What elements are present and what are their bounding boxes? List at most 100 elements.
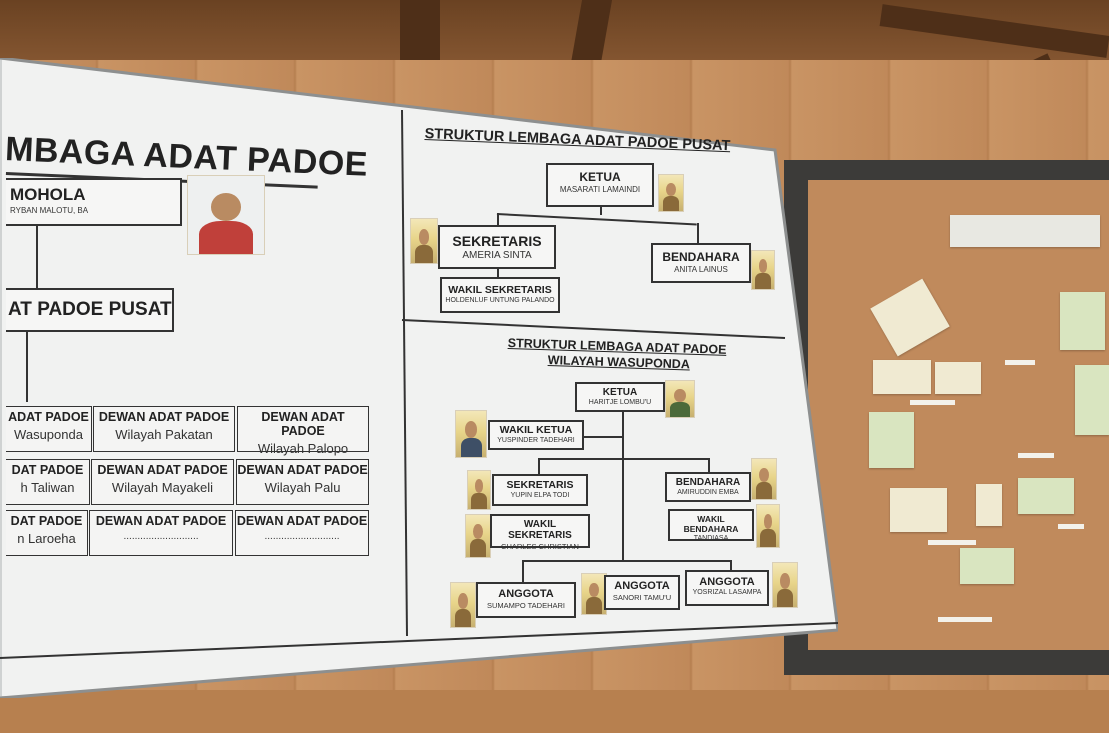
dewan-cell-title: DEWAN ADAT PADOE	[95, 514, 227, 528]
notice-paper	[890, 488, 947, 532]
role-title: BENDAHARA	[662, 250, 740, 264]
notice-paper	[935, 362, 981, 394]
dewan-cell: DEWAN ADAT PADOE .......................…	[89, 510, 233, 556]
wall-bottom	[0, 690, 1109, 733]
dewan-cell-region: Wilayah Pakatan	[115, 427, 213, 442]
role-name: AMERIA SINTA	[462, 250, 532, 261]
notice-strip	[1005, 360, 1035, 365]
dewan-cell-title: DAT PADOE	[10, 514, 83, 528]
notice-strip	[938, 617, 992, 622]
dewan-cell-title: DEWAN ADAT PADOE	[97, 463, 228, 477]
role-name: SANORI TAMU'U	[612, 593, 672, 602]
dewan-cell-region: n Laroeha	[17, 531, 76, 546]
member-photo	[665, 380, 695, 418]
connector	[708, 458, 710, 472]
dewan-cell-title: DEWAN ADAT PADOE	[261, 410, 345, 438]
connector	[26, 332, 28, 402]
mohola-title: MOHOLA	[10, 185, 86, 204]
pusat-box: AT PADOE PUSAT	[6, 288, 174, 332]
dewan-cell-region: ...........................	[264, 531, 340, 542]
role-name: YUSPINDER TADEHARI	[497, 437, 575, 444]
dewan-cell-title: DEWAN ADAT PADOE	[236, 514, 368, 528]
portrait-photo	[187, 175, 265, 255]
wasuponda-wakil-sekretaris-box: WAKIL SEKRETARIS CHARLES CHRISTIAN	[490, 514, 590, 551]
notice-strip	[1018, 453, 1054, 458]
role-title: KETUA	[579, 170, 621, 184]
pusat-wakil-sekretaris-box: WAKIL SEKRETARIS HOLDENLUF UNTUNG PALAND…	[440, 277, 560, 313]
role-title: SEKRETARIS	[452, 233, 542, 249]
anggota-box: ANGGOTA YOSRIZAL LASAMPA	[685, 570, 769, 606]
dewan-cell-region: Wilayah Palopo	[257, 441, 349, 456]
role-name: SUMAMPO TADEHARI	[486, 601, 566, 610]
notice-paper	[960, 548, 1014, 584]
role-name: HARITJE LOMBU'U	[588, 399, 652, 406]
pusat-box-title: AT PADOE PUSAT	[8, 299, 172, 320]
portrait-face	[210, 193, 242, 222]
anggota-box: ANGGOTA SUMAMPO TADEHARI	[476, 582, 576, 618]
connector	[730, 560, 732, 570]
role-title: WAKIL BENDAHARA	[683, 514, 739, 534]
connector	[622, 412, 624, 562]
dewan-cell-region: ...........................	[123, 531, 199, 542]
role-title: KETUA	[602, 387, 638, 398]
member-photo	[410, 218, 438, 264]
member-photo	[450, 582, 476, 628]
pusat-sekretaris-box: SEKRETARIS AMERIA SINTA	[438, 225, 556, 269]
role-title: ANGGOTA	[498, 588, 554, 600]
dewan-cell: DEWAN ADAT PADOE .......................…	[235, 510, 369, 556]
notice-paper	[1060, 292, 1105, 350]
notice-paper	[869, 412, 914, 468]
wasuponda-bendahara-box: BENDAHARA AMIRUDDIN EMBA	[665, 472, 751, 502]
role-title: WAKIL SEKRETARIS	[508, 519, 572, 541]
notice-strip	[1058, 524, 1084, 529]
member-photo	[772, 562, 798, 608]
role-name: YOSRIZAL LASAMPA	[692, 589, 762, 596]
role-name: ANITA LAINUS	[674, 265, 728, 274]
dewan-cell-region: Wilayah Palu	[264, 480, 341, 495]
role-title: ANGGOTA	[614, 580, 670, 592]
mohola-box: MOHOLA RYBAN MALOTU, BA	[6, 178, 182, 226]
notice-paper	[873, 360, 931, 394]
dewan-cell: ADAT PADOE Wasuponda	[6, 406, 92, 452]
role-title: WAKIL SEKRETARIS	[448, 284, 552, 296]
notice-strip	[928, 540, 976, 545]
role-name: HOLDENLUF UNTUNG PALANDO	[445, 297, 555, 304]
notice-strip	[910, 400, 955, 405]
mohola-name: RYBAN MALOTU, BA	[10, 206, 89, 215]
dewan-cell-title: DEWAN ADAT PADOE	[98, 410, 230, 424]
dewan-cell-region: Wasuponda	[14, 427, 83, 442]
dewan-cell-region: h Taliwan	[20, 480, 75, 495]
notice-paper	[976, 484, 1002, 526]
connector	[584, 436, 622, 438]
notice-paper	[950, 215, 1100, 247]
role-name: CHARLES CHRISTIAN	[501, 542, 579, 551]
dewan-cell: DEWAN ADAT PADOE Wilayah Palopo	[237, 406, 369, 456]
dewan-cell: DEWAN ADAT PADOE Wilayah Pakatan	[93, 406, 235, 452]
dewan-cell-region: Wilayah Mayakeli	[111, 480, 214, 495]
dewan-cell: DEWAN ADAT PADOE Wilayah Palu	[236, 459, 369, 505]
pusat-ketua-box: KETUA MASARATI LAMAINDI	[546, 163, 654, 207]
role-name: AMIRUDDIN EMBA	[677, 489, 739, 496]
connector	[497, 269, 499, 277]
role-title: BENDAHARA	[675, 477, 741, 488]
dewan-cell: DAT PADOE n Laroeha	[6, 510, 88, 556]
connector	[522, 560, 524, 582]
member-photo	[751, 458, 777, 500]
role-name: TANDIASA	[693, 535, 729, 542]
notice-paper	[1075, 365, 1109, 435]
member-photo	[455, 410, 487, 458]
notice-paper	[1018, 478, 1074, 514]
connector	[36, 226, 38, 288]
member-photo	[751, 250, 775, 290]
dewan-cell-title: DAT PADOE	[11, 463, 84, 477]
role-title: WAKIL KETUA	[499, 424, 573, 436]
role-title: ANGGOTA	[699, 576, 755, 588]
member-photo	[465, 514, 491, 558]
notice-board	[808, 180, 1109, 650]
dewan-cell: DAT PADOE h Taliwan	[6, 459, 90, 505]
anggota-box: ANGGOTA SANORI TAMU'U	[604, 575, 680, 610]
wasuponda-wakil-ketua-box: WAKIL KETUA YUSPINDER TADEHARI	[488, 420, 584, 450]
connector	[522, 560, 732, 562]
member-photo	[756, 504, 780, 548]
dewan-cell-title: DEWAN ADAT PADOE	[237, 463, 368, 477]
